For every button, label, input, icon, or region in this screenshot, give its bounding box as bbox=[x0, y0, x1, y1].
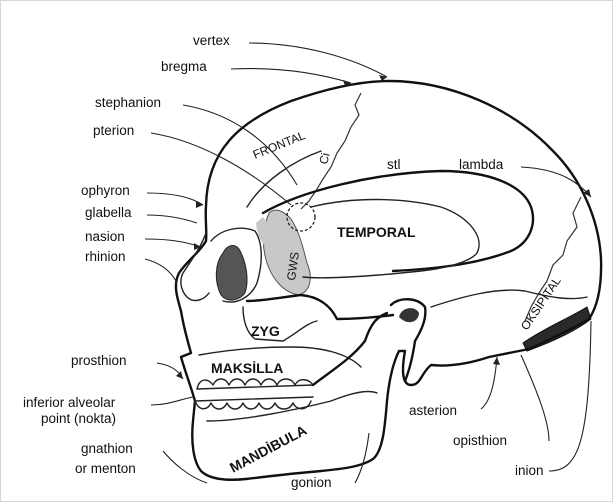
label-asterion: asterion bbox=[409, 403, 457, 418]
label-vertex: vertex bbox=[193, 33, 230, 48]
label-inferior-alveolar-2: point (nokta) bbox=[41, 411, 116, 426]
bone-label-maksilla: MAKSİLLA bbox=[211, 360, 283, 376]
label-rhinion: rhinion bbox=[85, 249, 126, 264]
label-prosthion: prosthion bbox=[71, 353, 127, 368]
label-ophyron: ophyron bbox=[81, 183, 130, 198]
coronal-suture bbox=[301, 93, 361, 209]
label-gonion: gonion bbox=[291, 475, 332, 490]
label-gnathion-1: gnathion bbox=[81, 441, 133, 456]
label-pterion: pterion bbox=[93, 123, 134, 138]
bone-label-temporal: TEMPORAL bbox=[337, 224, 416, 240]
occipital-base bbox=[431, 290, 587, 307]
label-gnathion-2: or menton bbox=[75, 461, 136, 476]
mandible-ramus bbox=[313, 313, 387, 385]
greater-wing-sphenoid-shading bbox=[263, 210, 310, 295]
bone-label-zyg: ZYG bbox=[251, 323, 280, 339]
label-inion: inion bbox=[515, 463, 544, 478]
zygomatic-arch bbox=[247, 295, 393, 319]
label-stl: stl bbox=[387, 157, 401, 172]
mandible-body-line bbox=[207, 391, 377, 421]
label-lambda: lambda bbox=[459, 157, 504, 172]
label-bregma: bregma bbox=[161, 59, 207, 74]
leader-lines bbox=[145, 43, 591, 483]
bone-label-mandibula: MANDİBULA bbox=[227, 422, 309, 476]
label-inferior-alveolar-1: inferior alveolar bbox=[23, 395, 116, 410]
pterion-circle bbox=[287, 203, 315, 231]
upper-teeth bbox=[197, 379, 313, 389]
lower-teeth bbox=[195, 397, 313, 409]
bone-label-ci: Ci bbox=[316, 151, 332, 165]
label-glabella: glabella bbox=[85, 205, 132, 220]
label-nasion: nasion bbox=[85, 229, 125, 244]
orbit-lacrimal-dark-shading bbox=[216, 246, 247, 301]
mastoid-dark-spot bbox=[399, 308, 419, 322]
label-opisthion: opisthion bbox=[453, 433, 507, 448]
label-stephanion: stephanion bbox=[95, 95, 161, 110]
bone-label-frontal: FRONTAL bbox=[251, 128, 308, 162]
